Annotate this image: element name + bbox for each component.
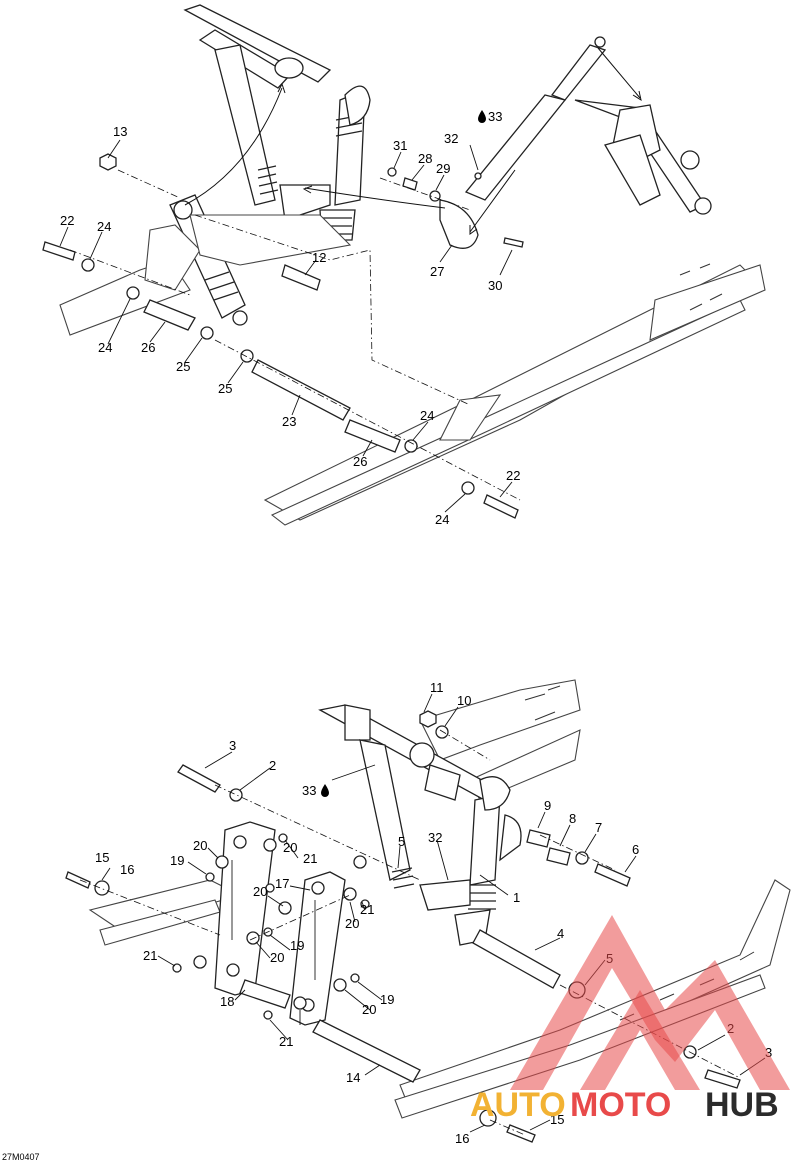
label-19: 19 <box>290 938 304 953</box>
label-11: 11 <box>430 680 444 695</box>
label-14: 14 <box>346 1070 360 1085</box>
lower-leaders <box>101 693 766 1133</box>
label-21: 21 <box>143 948 157 963</box>
label-15: 15 <box>550 1112 564 1127</box>
upper-dash-lines <box>69 169 521 501</box>
label-8: 8 <box>569 811 576 826</box>
label-12: 12 <box>312 250 326 265</box>
label-20: 20 <box>270 950 284 965</box>
link-plates <box>214 821 346 1026</box>
label-30: 30 <box>488 278 502 293</box>
label-16: 16 <box>120 862 134 877</box>
label-24: 24 <box>97 219 111 234</box>
label-4: 4 <box>557 926 564 941</box>
label-20: 20 <box>345 916 359 931</box>
grease-drop-icon <box>321 784 329 797</box>
upper-assembly: 13 22 24 24 26 25 25 23 26 24 22 24 12 3… <box>42 4 766 527</box>
label-25: 25 <box>176 359 190 374</box>
label-21: 21 <box>303 851 317 866</box>
label-24: 24 <box>98 340 112 355</box>
label-20: 20 <box>283 840 297 855</box>
label-10: 10 <box>457 693 471 708</box>
label-22: 22 <box>60 213 74 228</box>
label-27: 27 <box>430 264 444 279</box>
label-33: 33 <box>488 109 502 124</box>
label-13: 13 <box>113 124 127 139</box>
label-3: 3 <box>765 1045 772 1060</box>
watermark-hub: HUB <box>705 1086 779 1124</box>
label-32: 32 <box>428 830 442 845</box>
lower-shafts <box>239 829 571 1083</box>
label-21: 21 <box>360 902 374 917</box>
label-2: 2 <box>269 758 276 773</box>
lower-small-parts <box>65 710 741 1143</box>
lower-labels: 11 10 3 2 33 5 32 9 8 7 6 20 19 21 15 16… <box>95 680 772 1146</box>
label-24: 24 <box>435 512 449 527</box>
label-3: 3 <box>229 738 236 753</box>
label-32: 32 <box>444 131 458 146</box>
upper-labels: 13 22 24 24 26 25 25 23 26 24 22 24 12 3… <box>60 109 520 527</box>
grease-drop-icon <box>478 110 486 123</box>
label-31: 31 <box>393 138 407 153</box>
lower-assembly: 11 10 3 2 33 5 32 9 8 7 6 20 19 21 15 16… <box>65 679 791 1146</box>
label-20: 20 <box>193 838 207 853</box>
label-9: 9 <box>544 798 551 813</box>
label-28: 28 <box>418 151 432 166</box>
label-21: 21 <box>279 1034 293 1049</box>
upper-leaders <box>59 139 513 513</box>
label-1: 1 <box>513 890 520 905</box>
label-20: 20 <box>362 1002 376 1017</box>
label-26: 26 <box>353 454 367 469</box>
label-22: 22 <box>506 468 520 483</box>
label-17: 17 <box>275 876 289 891</box>
label-33: 33 <box>302 783 316 798</box>
label-19: 19 <box>380 992 394 1007</box>
upper-small-parts <box>42 153 524 519</box>
label-29: 29 <box>436 161 450 176</box>
front-shock <box>464 36 712 215</box>
label-5: 5 <box>398 834 405 849</box>
upper-arrows <box>184 47 642 235</box>
label-18: 18 <box>220 994 234 1009</box>
label-19: 19 <box>170 853 184 868</box>
label-16: 16 <box>455 1131 469 1146</box>
lower-rail-left <box>88 879 242 946</box>
label-7: 7 <box>595 820 602 835</box>
upper-rail <box>59 214 766 526</box>
rear-arm <box>183 4 371 241</box>
watermark-moto: MOTO <box>570 1086 671 1124</box>
label-25: 25 <box>218 381 232 396</box>
label-20: 20 <box>253 884 267 899</box>
label-6: 6 <box>632 842 639 857</box>
watermark-logo: AUTO MOTO HUB <box>470 915 790 1124</box>
label-23: 23 <box>282 414 296 429</box>
watermark-triangle-icon <box>510 915 790 1090</box>
label-26: 26 <box>141 340 155 355</box>
label-24: 24 <box>420 408 434 423</box>
label-15: 15 <box>95 850 109 865</box>
watermark-auto: AUTO <box>470 1086 566 1124</box>
figure-code: 27M0407 <box>2 1152 40 1162</box>
